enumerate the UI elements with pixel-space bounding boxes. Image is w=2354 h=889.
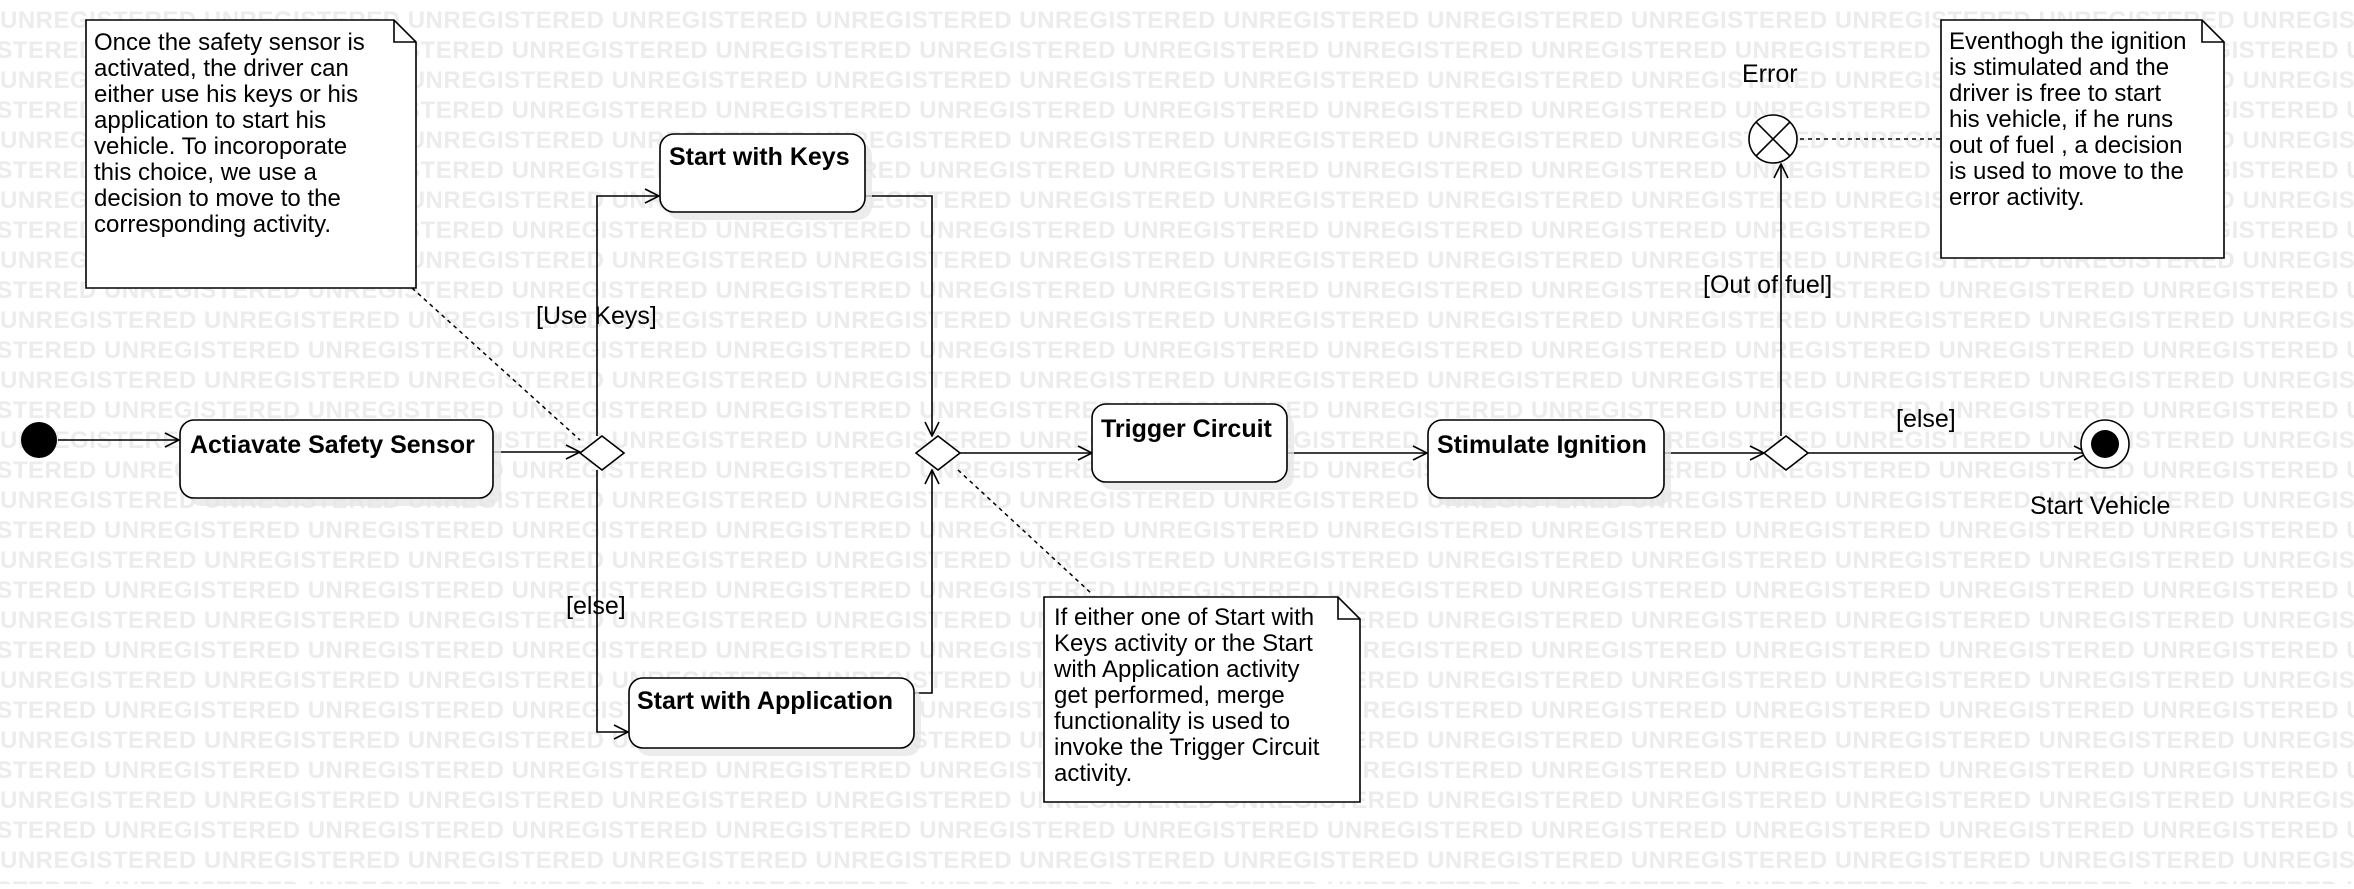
note-line: either use his keys or his — [94, 81, 358, 108]
watermark-row: UNREGISTERED UNREGISTERED UNREGISTERED U… — [0, 547, 2354, 574]
watermark-row: UNREGISTERED UNREGISTERED UNREGISTERED U… — [0, 517, 2354, 544]
guard-else-left: [else] — [566, 592, 626, 620]
activity-label: Start with Keys — [669, 143, 850, 171]
note-line: If either one of Start with — [1054, 604, 1314, 631]
activity-trigger-circuit[interactable]: Trigger Circuit — [1091, 403, 1294, 490]
note-line: with Application activity — [1053, 656, 1299, 683]
note2-connector — [957, 469, 1093, 595]
note-line: is used to move to the — [1949, 158, 2184, 185]
decision-node-key-choice[interactable] — [578, 434, 626, 472]
note-line: his vehicle, if he runs — [1949, 106, 2173, 133]
note-line: functionality is used to — [1054, 708, 1290, 735]
watermark-row: UNREGISTERED UNREGISTERED UNREGISTERED U… — [0, 847, 2354, 874]
flow-final-error-node[interactable] — [1748, 114, 1798, 164]
note-line: out of fuel , a decision — [1949, 132, 2182, 159]
activity-label: Stimulate Ignition — [1437, 431, 1647, 459]
note-line: Once the safety sensor is — [94, 29, 365, 56]
note-line: this choice, we use a — [94, 159, 317, 186]
error-node-label: Error — [1742, 60, 1798, 88]
watermark-row: UNREGISTERED UNREGISTERED UNREGISTERED U… — [0, 307, 2354, 334]
watermark-row: UNREGISTERED UNREGISTERED UNREGISTERED U… — [0, 817, 2354, 844]
note-line: is stimulated and the — [1949, 54, 2169, 81]
guard-use-keys: [Use Keys] — [536, 302, 657, 330]
activity-start-with-keys[interactable]: Start with Keys — [659, 133, 872, 220]
note-line: corresponding activity. — [94, 211, 331, 238]
activity-final-node[interactable] — [2080, 419, 2130, 469]
guard-else-right: [else] — [1896, 405, 1956, 433]
note-line: Eventhogh the ignition — [1949, 28, 2187, 55]
note-connectors — [411, 138, 1941, 595]
note-line: vehicle. To incoroporate — [94, 133, 347, 160]
edge-decision-to-keys — [596, 196, 659, 436]
activity-label: Actiavate Safety Sensor — [190, 431, 475, 459]
note-line: Keys activity or the Start — [1054, 630, 1313, 657]
watermark-row: UNREGISTERED UNREGISTERED UNREGISTERED U… — [0, 877, 2354, 884]
note-line: activated, the driver can — [94, 55, 349, 82]
activity-stimulate-ignition[interactable]: Stimulate Ignition — [1427, 419, 1671, 506]
initial-node[interactable] — [21, 422, 57, 458]
note-line: activity. — [1054, 760, 1132, 787]
activity-label: Start with Application — [637, 687, 893, 715]
edge-decision-to-app — [596, 470, 628, 732]
note-line: invoke the Trigger Circuit — [1054, 734, 1320, 761]
guard-out-of-fuel: [Out of fuel] — [1703, 271, 1832, 299]
activity-label: Trigger Circuit — [1101, 415, 1273, 443]
decision-node-fuel[interactable] — [1762, 434, 1810, 472]
activity-start-with-application[interactable]: Start with Application — [628, 677, 921, 756]
watermark-row: UNREGISTERED UNREGISTERED UNREGISTERED U… — [0, 337, 2354, 364]
edges — [58, 164, 2088, 732]
note-line: error activity. — [1949, 184, 2085, 211]
note-line: get performed, merge — [1054, 682, 1285, 709]
merge-node[interactable] — [914, 434, 962, 472]
activity-safety-sensor[interactable]: Actiavate Safety Sensor — [179, 419, 501, 506]
note-line: driver is free to start — [1949, 80, 2161, 107]
note-line: application to start his — [94, 107, 326, 134]
note1-connector — [411, 287, 581, 441]
final-node-label: Start Vehicle — [2030, 492, 2170, 520]
note-line: decision to move to the — [94, 185, 341, 212]
edge-keys-to-merge — [865, 195, 932, 436]
watermark-row: UNREGISTERED UNREGISTERED UNREGISTERED U… — [0, 367, 2354, 394]
